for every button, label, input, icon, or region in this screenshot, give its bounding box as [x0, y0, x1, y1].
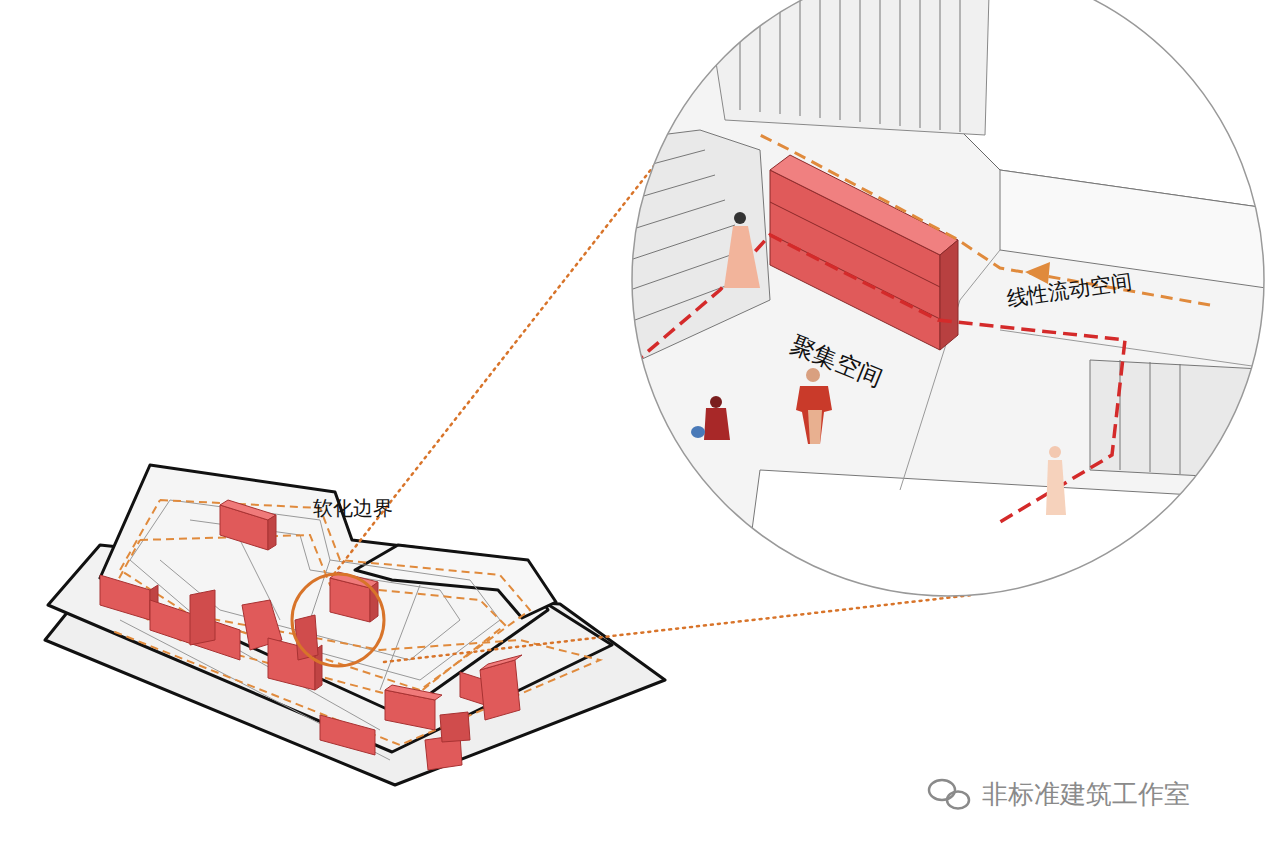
plan-lines	[120, 500, 500, 760]
boundary-path	[632, 235, 1125, 522]
focus-circle	[292, 574, 384, 666]
flow-path	[760, 135, 1210, 305]
people	[691, 212, 1066, 515]
red-blocks	[100, 500, 522, 770]
callout-label: 软化边界	[313, 497, 393, 520]
zoom-circle	[632, 0, 1264, 596]
zoom-view	[620, 0, 1280, 620]
red-shelf	[770, 155, 958, 350]
flow-path	[110, 500, 600, 745]
floor-plates	[45, 465, 665, 785]
watermark: 非标准建筑工作室	[982, 780, 1190, 810]
wechat-icon	[929, 780, 969, 809]
